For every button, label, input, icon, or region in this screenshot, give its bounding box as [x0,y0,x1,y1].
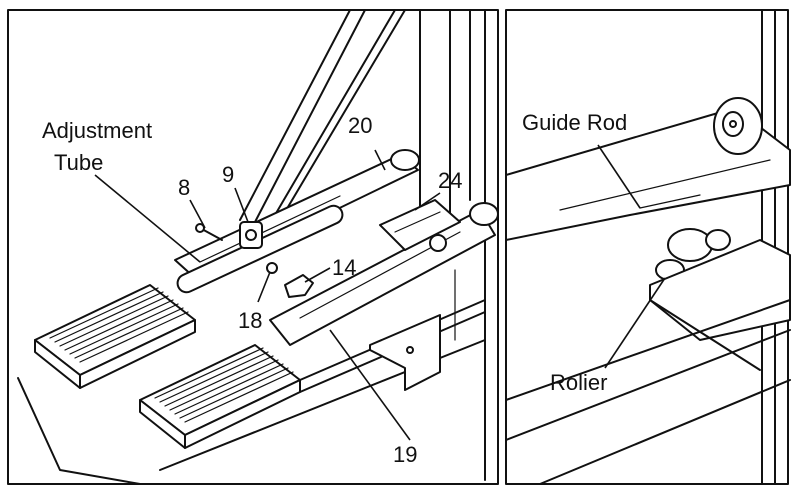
leader-lines-right [597,144,666,369]
frame-uprights [419,9,486,481]
foot-pad-upper [34,284,196,389]
label-part-14: 14 [332,255,356,280]
label-part-19: 19 [393,442,417,467]
roller-drawing [649,228,791,341]
label-part-24: 24 [438,168,462,193]
label-part-9: 9 [222,162,234,187]
label-adjustment-tube-line1: Adjustment [42,118,152,143]
clamp-part-9 [239,221,263,249]
leader-lines-left [94,149,441,441]
left-panel-frame [7,9,499,485]
right-base-rails [505,299,791,485]
base-rails [17,299,486,485]
foot-pad-lower [139,344,301,449]
diagonal-struts [239,9,406,223]
bolt-part-8 [195,223,223,241]
label-part-8: 8 [178,175,190,200]
label-part-18: 18 [238,308,262,333]
guide-rod-drawing [505,97,791,241]
label-adjustment-tube-line2: Tube [54,150,103,175]
label-guide-rod: Guide Rod [522,110,627,135]
label-part-20: 20 [348,113,372,138]
upper-tube-20 [174,149,420,279]
right-panel-frame [505,9,789,485]
washer-part-18 [266,262,278,274]
label-roller: Rolier [550,370,607,395]
knob-part-14 [284,274,314,298]
